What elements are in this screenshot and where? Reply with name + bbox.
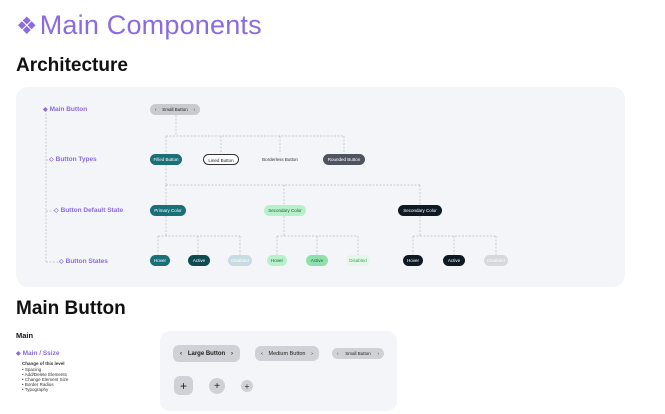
row-label-main-button: ◆Main Button bbox=[43, 106, 88, 113]
chevron-left-icon: ‹ bbox=[155, 107, 157, 112]
variant-diamond-icon: ◇ bbox=[49, 157, 54, 163]
main-subheading: Main bbox=[16, 331, 34, 340]
chevron-left-icon: ‹ bbox=[337, 351, 339, 356]
state-dark-hover[interactable]: Hover bbox=[403, 255, 423, 266]
plus-icon: + bbox=[214, 380, 220, 392]
variant-diamond-icon: ◇ bbox=[54, 208, 59, 214]
state-primary-active[interactable]: Active bbox=[188, 255, 210, 266]
chevron-left-icon: ‹ bbox=[180, 350, 182, 357]
type-filled-button[interactable]: Filled Button bbox=[150, 154, 182, 165]
page-title: ❖Main Components bbox=[16, 10, 262, 41]
plus-icon: + bbox=[179, 378, 187, 393]
default-primary-color[interactable]: Primary Color bbox=[150, 205, 186, 216]
medium-plus-button[interactable]: + bbox=[209, 378, 225, 394]
state-primary-disabled[interactable]: Disabled bbox=[228, 255, 252, 266]
connector-main-types bbox=[165, 115, 345, 154]
default-dark-color[interactable]: Secondary Color bbox=[398, 205, 442, 216]
state-secondary-disabled[interactable]: Disabled bbox=[346, 255, 370, 266]
chevron-right-icon: › bbox=[311, 350, 313, 357]
architecture-panel bbox=[16, 87, 625, 287]
state-dark-active[interactable]: Active bbox=[443, 255, 465, 266]
main-ssize-label: ◆Main / Ssize bbox=[16, 350, 60, 357]
component-diamond-icon: ◆ bbox=[43, 107, 48, 113]
chevron-left-icon: ‹ bbox=[261, 350, 263, 357]
type-rounded-button[interactable]: Rounded Button bbox=[323, 154, 365, 165]
architecture-heading: Architecture bbox=[16, 55, 128, 76]
list-item: • Border Radius bbox=[22, 382, 54, 387]
page-title-text: Main Components bbox=[39, 10, 262, 40]
plus-icon: + bbox=[244, 381, 250, 391]
large-button[interactable]: ‹ Large Button › bbox=[173, 345, 240, 362]
list-item: • Spacing bbox=[22, 367, 42, 372]
connector-primary-states bbox=[157, 216, 241, 255]
chevron-right-icon: › bbox=[377, 351, 379, 356]
chevron-right-icon: › bbox=[193, 107, 195, 112]
arch-small-button[interactable]: ‹ Small Button › bbox=[150, 104, 200, 115]
type-lined-button[interactable]: Lined Button bbox=[203, 154, 239, 165]
state-secondary-hover[interactable]: Hover bbox=[267, 255, 287, 266]
change-list: • Spacing • Add/Delete Elements • Change… bbox=[22, 367, 68, 392]
variant-diamond-icon: ◇ bbox=[59, 259, 64, 265]
connector-dark-states bbox=[412, 216, 497, 255]
row-label-button-states: ◇Button States bbox=[59, 258, 108, 265]
change-title: Change of this level bbox=[22, 361, 65, 366]
connector-secondary-states bbox=[276, 216, 359, 255]
state-dark-disabled[interactable]: Disabled bbox=[484, 255, 508, 266]
diamond-logo-icon: ❖ bbox=[16, 13, 38, 40]
state-primary-hover[interactable]: Hover bbox=[150, 255, 170, 266]
large-plus-button[interactable]: + bbox=[174, 376, 193, 395]
default-secondary-color[interactable]: Secondary Color bbox=[264, 205, 306, 216]
main-button-heading: Main Button bbox=[16, 298, 126, 319]
connector-types-defaults bbox=[165, 165, 421, 205]
chevron-right-icon: › bbox=[231, 350, 233, 357]
list-item: • Change Element Size bbox=[22, 377, 69, 382]
main-button-panel bbox=[160, 331, 397, 411]
list-item: • Typography bbox=[22, 387, 49, 392]
state-secondary-active[interactable]: Active bbox=[306, 255, 328, 266]
medium-button[interactable]: ‹ Medium Button › bbox=[255, 346, 319, 361]
type-borderless-button[interactable]: Borderless Button bbox=[262, 157, 298, 162]
row-label-default-state: ◇Button Default State bbox=[54, 207, 124, 214]
row-label-button-types: ◇Button Types bbox=[49, 156, 97, 163]
component-diamond-icon: ◆ bbox=[16, 351, 21, 357]
small-plus-button[interactable]: + bbox=[241, 380, 253, 392]
small-button[interactable]: ‹ Small Button › bbox=[332, 348, 384, 359]
list-item: • Add/Delete Elements bbox=[22, 372, 67, 377]
